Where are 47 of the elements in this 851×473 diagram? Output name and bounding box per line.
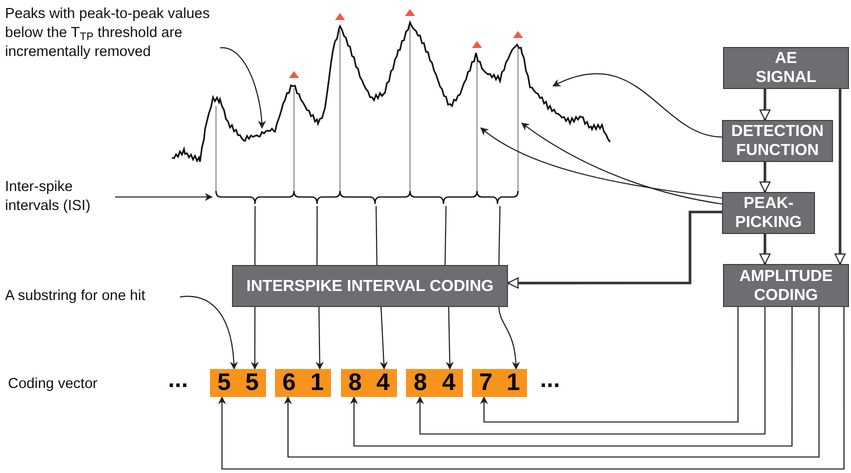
code-pair-box [210, 369, 266, 397]
code-pair-box [341, 369, 397, 397]
code-digit: 8 [414, 371, 427, 395]
block-arrow [759, 234, 771, 265]
process-box: AMPLITUDE CODING [723, 264, 849, 307]
block-arrow [759, 89, 771, 121]
arrow [552, 73, 722, 138]
annotation-text: Inter-spike intervals (ISI) [5, 178, 115, 218]
arrow [446, 306, 454, 370]
arrow [498, 306, 520, 370]
arrow [180, 296, 238, 370]
arrow [380, 306, 388, 370]
code-digit: 1 [506, 371, 520, 395]
code-digit: 4 [442, 371, 456, 395]
code-digit: 7 [479, 371, 492, 395]
code-digit: 5 [245, 371, 259, 395]
block-arrow [759, 162, 771, 193]
process-box: PEAK-PICKING [722, 192, 815, 234]
block-arrow [834, 89, 846, 265]
arrow [316, 307, 324, 370]
process-box: AE SIGNAL [723, 47, 849, 89]
ellipsis: ... [540, 368, 560, 392]
arrow [521, 122, 722, 205]
arrow [115, 193, 213, 201]
arrow [350, 307, 793, 447]
ellipsis: ... [168, 368, 188, 392]
code-digit: 6 [282, 371, 296, 395]
code-pair-box [472, 369, 527, 397]
annotation-text: A substring for one hit [5, 287, 180, 309]
arrow [220, 47, 266, 129]
code-pair-box [406, 369, 463, 397]
arrow [480, 307, 739, 423]
arrow [416, 307, 766, 435]
code-digit: 4 [376, 371, 390, 395]
code-digit: 1 [310, 371, 324, 395]
arrow [480, 127, 722, 199]
arrow [250, 307, 259, 370]
code-digit: 5 [217, 371, 231, 395]
annotation-text: Peaks with peak-to-peak values below the T$_{TP}$ threshold are incrementally removed [5, 5, 220, 67]
arrow [284, 307, 820, 458]
row-label: Coding vector [8, 377, 98, 392]
process-box: DETECTION FUNCTION [722, 120, 833, 162]
block-arrow [507, 210, 722, 289]
process-box: INTERSPIKE INTERVAL CODING [232, 265, 508, 307]
arrow [218, 307, 845, 470]
code-pair-box [275, 369, 331, 397]
code-digit: 8 [348, 371, 362, 395]
